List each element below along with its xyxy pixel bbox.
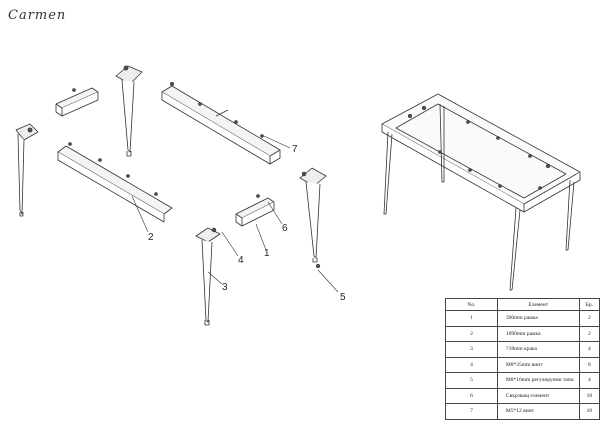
assembled-table — [381, 93, 581, 291]
table-row: 1 390mm рамка 2 — [445, 310, 600, 327]
leg-left — [15, 123, 39, 217]
parts-table-header: No. Елемент Бр. — [445, 298, 600, 311]
header-element: Елемент — [496, 298, 580, 311]
callout-1: 1 — [264, 248, 270, 259]
row-desc: M8*35mm винт — [496, 356, 580, 373]
row-qty: 10 — [578, 403, 600, 420]
long-frame-bottom — [57, 142, 173, 223]
callout-2: 2 — [148, 232, 154, 243]
table-row: 2 1090mm рамка 2 — [445, 325, 600, 342]
header-qty: Бр. — [578, 298, 600, 311]
row-no: 5 — [445, 372, 498, 389]
row-qty: 2 — [578, 310, 600, 327]
short-frame-top — [55, 87, 99, 117]
row-no: 6 — [445, 387, 498, 404]
leader-lines — [131, 135, 339, 293]
table-row: 3 718mm крака 4 — [445, 341, 600, 358]
table-row: 7 M5*12 винт 10 — [445, 403, 600, 420]
leg-bottom-center — [195, 227, 221, 326]
parts-table: No. Елемент Бр. 1 390mm рамка 2 2 1090mm… — [445, 298, 600, 420]
row-desc: 390mm рамка — [496, 310, 580, 327]
callout-4: 4 — [238, 255, 244, 266]
row-no: 7 — [445, 403, 498, 420]
short-frame-bottom — [235, 194, 275, 227]
row-desc: Свързващ елемент — [496, 387, 580, 404]
row-desc: 1090mm рамка — [496, 325, 580, 342]
long-frame-top — [161, 82, 281, 165]
row-qty: 2 — [578, 325, 600, 342]
callout-7: 7 — [292, 144, 298, 155]
row-no: 3 — [445, 341, 498, 358]
callout-5: 5 — [340, 292, 346, 303]
diagram-title: Carmen — [8, 8, 67, 23]
callout-6: 6 — [282, 223, 288, 234]
row-no: 2 — [445, 325, 498, 342]
row-no: 1 — [445, 310, 498, 327]
table-row: 4 M8*35mm винт 8 — [445, 356, 600, 373]
row-no: 4 — [445, 356, 498, 373]
leg-right — [299, 167, 327, 268]
table-row: 5 M8*16mm регулируеми тапи 4 — [445, 372, 600, 389]
row-qty: 4 — [578, 372, 600, 389]
callout-3: 3 — [222, 282, 228, 293]
row-desc: M5*12 винт — [496, 403, 580, 420]
row-qty: 10 — [578, 387, 600, 404]
row-qty: 4 — [578, 341, 600, 358]
table-row: 6 Свързващ елемент 10 — [445, 387, 600, 404]
row-desc: M8*16mm регулируеми тапи — [496, 372, 580, 389]
row-desc: 718mm крака — [496, 341, 580, 358]
leg-center-top — [115, 65, 143, 157]
row-qty: 8 — [578, 356, 600, 373]
header-no: No. — [445, 298, 498, 311]
